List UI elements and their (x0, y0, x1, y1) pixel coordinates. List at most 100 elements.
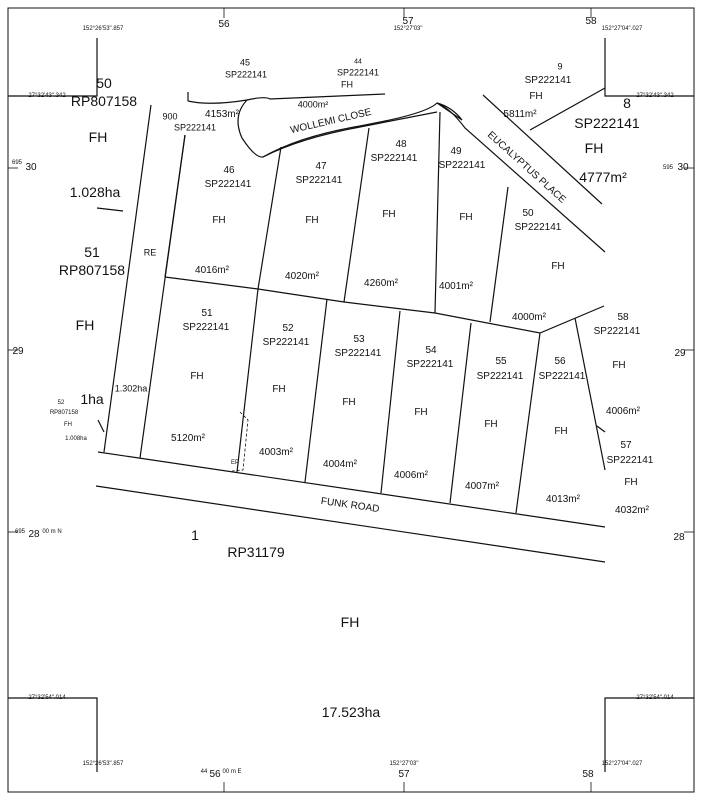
grid-left-n30: 30 (25, 162, 37, 173)
lot-55-number: 55 (495, 356, 507, 367)
eucalyptus-place-north (436, 102, 606, 253)
grid-lon-top-mid: 152°27'03" (393, 26, 423, 32)
boundary-line (257, 146, 282, 290)
lot-48-number: 48 (395, 139, 407, 150)
corner-bracket-tl (8, 38, 98, 97)
lot-50-rp-tenure: FH (88, 129, 108, 145)
corner-bracket-tr (604, 38, 694, 97)
wollemi-close-south (262, 111, 438, 158)
grid-tick-top-58: 58 (585, 16, 597, 27)
lot-44-area: 4000m² (297, 99, 329, 110)
corner-bracket-bl (8, 697, 98, 772)
grid-lon-top-left: 152°26'53".857 (82, 26, 124, 32)
grid-right-n29: 29 (674, 348, 686, 359)
lot-51-rp-plan: RP807158 (58, 262, 126, 278)
lot-56-number: 56 (554, 356, 566, 367)
lot-8-plan: SP222141 (574, 115, 640, 131)
grid-right-n28: 28 (673, 532, 685, 543)
lot-56-tenure: FH (554, 426, 568, 437)
lot-52-tenure: FH (272, 384, 286, 395)
grid-bottom-tick-57: 57 (398, 769, 410, 780)
lot-51-rp-tenure: FH (75, 317, 95, 333)
lot-49-tenure: FH (459, 212, 473, 223)
lot-50-tenure: FH (551, 261, 565, 272)
boundary-line (380, 310, 401, 494)
lot-9-tenure: FH (529, 91, 543, 102)
lot-1-area: 17.523ha (321, 704, 381, 720)
lot-55-plan: SP222141 (476, 371, 524, 382)
boundary-line (236, 288, 259, 473)
lot-9-area: 5811m² (503, 109, 537, 120)
boundary-line (489, 186, 509, 323)
lot-45-number: 45 (239, 57, 251, 68)
lot-47-tenure: FH (305, 215, 319, 226)
lot-52-rp-number: 52 (57, 400, 65, 406)
grid-lon-bottom-mid: 152°27'03" (389, 761, 419, 767)
reserve-area: 1.302ha (114, 383, 148, 394)
lot-56-plan: SP222141 (538, 371, 586, 382)
grid-lat-top-right: 27°32'43".342 (636, 93, 674, 99)
lot-50-number: 50 (522, 208, 534, 219)
easement-label: EP (230, 460, 240, 466)
funk-road-north-edge (97, 451, 606, 528)
grid-right-e30: 595 (662, 165, 674, 171)
lot-56-area: 4013m² (546, 494, 580, 505)
grid-tick-top-57: 57 (402, 16, 414, 27)
lot-49-number: 49 (450, 146, 462, 157)
lot-48-plan: SP222141 (370, 153, 418, 164)
lot-51-tenure: FH (190, 371, 204, 382)
grid-bottom-e-prefix: 44 (200, 769, 208, 775)
boundary-line (434, 111, 441, 314)
lot-52-plan: SP222141 (262, 337, 310, 348)
lot-49-plan: SP222141 (438, 160, 486, 171)
lot-54-number: 54 (425, 345, 437, 356)
lot-48-area: 4260m² (364, 278, 398, 289)
lot-53-number: 53 (353, 334, 365, 345)
lot-55-tenure: FH (484, 419, 498, 430)
lot-8-area: 4777m² (579, 169, 627, 185)
grid-lon-bottom-right: 152°27'04".027 (601, 761, 643, 767)
boundary-line (449, 322, 472, 504)
lot-54-tenure: FH (414, 407, 428, 418)
grid-left-n28: 28 (28, 529, 40, 540)
lot-51-area: 5120m² (171, 433, 205, 444)
lot-9-plan: SP222141 (524, 75, 572, 86)
lot-58-area: 4006m² (606, 406, 640, 417)
lot-9-number: 9 (557, 61, 563, 72)
lot-52-number: 52 (282, 323, 294, 334)
boundary-line (343, 127, 370, 303)
grid-lat-bottom-right: 27°32'54".014 (636, 695, 674, 701)
lot-58-tenure: FH (612, 360, 626, 371)
lot-46-number: 46 (223, 165, 235, 176)
lot-58-plan: SP222141 (593, 326, 641, 337)
lot-53-tenure: FH (342, 397, 356, 408)
lot-50-rp-plan: RP807158 (70, 93, 138, 109)
lot-8-number: 8 (623, 95, 631, 111)
lot-52-rp-tenure: FH (64, 422, 72, 428)
lot-49-area: 4001m² (439, 281, 473, 292)
lot-900-plan: SP222141 (173, 122, 217, 133)
grid-tick-top-56: 56 (218, 19, 230, 30)
lot-46-tenure: FH (212, 215, 226, 226)
lot-44-plan: SP222141 (336, 67, 380, 78)
lot-57-plan: SP222141 (606, 455, 654, 466)
lot-54-area: 4006m² (394, 470, 428, 481)
boundary-line (164, 134, 186, 278)
grid-left-n28-prefix: 695 (14, 529, 26, 535)
lot-44-number: 44 (354, 58, 362, 66)
lot-rear-boundary (164, 276, 605, 334)
lot-53-plan: SP222141 (334, 348, 382, 359)
grid-lon-top-right: 152°27'04".027 (601, 26, 643, 32)
corner-bracket-br (604, 697, 694, 772)
grid-bottom-e-suffix: 00 m E (222, 769, 242, 775)
lot-50-rp-number: 50 (96, 75, 112, 91)
grid-left-n29: 29 (12, 346, 24, 357)
lot-1-plan: RP31179 (227, 544, 285, 560)
boundary-line (596, 425, 606, 433)
lot-46-area: 4016m² (195, 265, 229, 276)
boundary-line (97, 419, 105, 433)
grid-lat-top-left: 27°32'43".342 (28, 93, 66, 99)
lot-51-rp-number: 51 (84, 244, 100, 260)
lot-52-rp-area: 1.008ha (65, 436, 87, 442)
